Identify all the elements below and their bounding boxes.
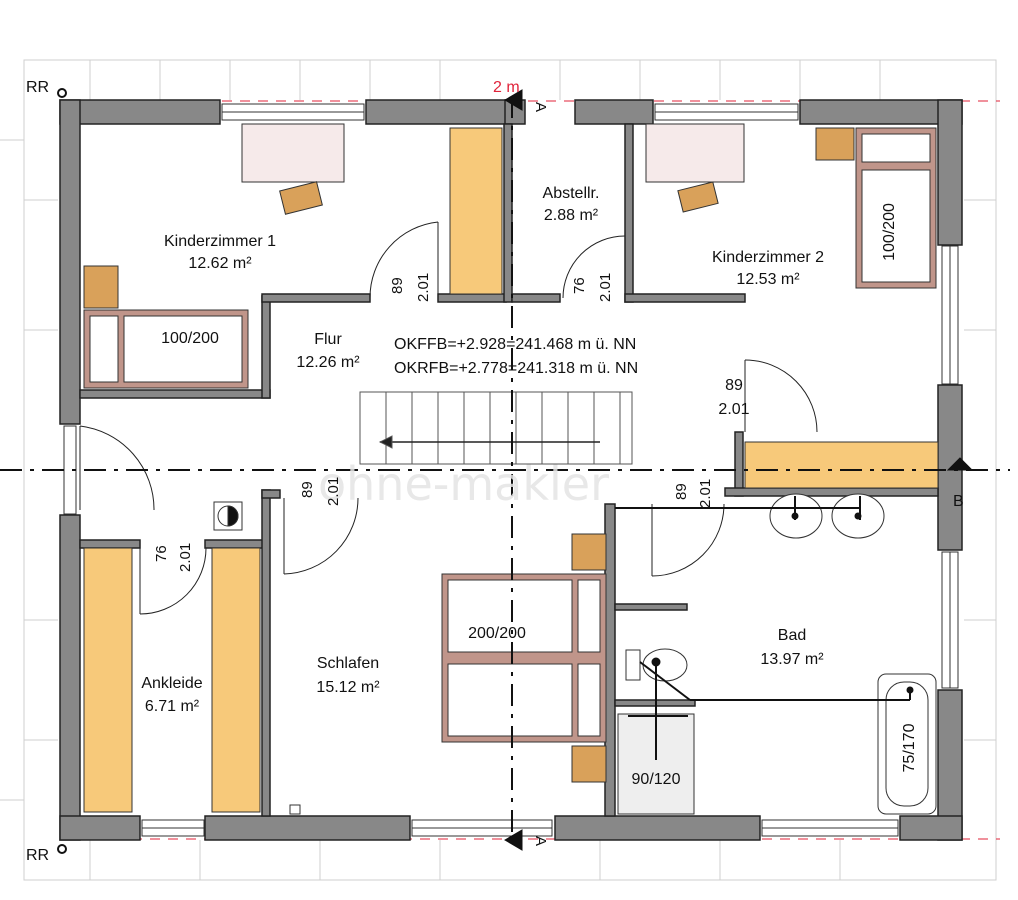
section-a-bottom-label: A: [532, 836, 549, 846]
shower-label: 90/120: [632, 771, 681, 788]
stairs: [359, 391, 633, 465]
door5-height: 2.01: [697, 479, 714, 508]
room-flur-name: Flur: [314, 331, 342, 348]
door3-height: 2.01: [718, 401, 749, 418]
door5-width: 89: [673, 483, 690, 500]
room-abstell-area: 2.88 m²: [544, 207, 599, 224]
windows: [63, 103, 959, 837]
rr-bottom-label: RR: [26, 847, 49, 864]
room-bad-area: 13.97 m²: [760, 651, 824, 668]
furniture: [83, 123, 939, 815]
section-a-top-label: A: [532, 102, 549, 112]
room-abstell-name: Abstellr.: [543, 185, 600, 202]
room-flur-area: 12.26 m²: [296, 354, 360, 371]
door6-width: 76: [153, 545, 170, 562]
tub-label: 75/170: [901, 723, 918, 772]
level-okffb: OKFFB=+2.928=241.468 m ü. NN: [394, 336, 636, 353]
room-ankleide-name: Ankleide: [141, 675, 202, 692]
level-okrfb: OKRFB=+2.778=241.318 m ü. NN: [394, 360, 638, 377]
section-b-label: B: [953, 493, 964, 510]
room-kinderzimmer2-name: Kinderzimmer 2: [712, 249, 824, 266]
scale-label: 2 m: [493, 79, 520, 96]
door4-width: 89: [299, 481, 316, 498]
room-kinderzimmer1-name: Kinderzimmer 1: [164, 233, 276, 250]
door2-height: 2.01: [597, 273, 614, 302]
room-schlafen-name: Schlafen: [317, 655, 379, 672]
doors: [79, 221, 818, 615]
rr-top-label: RR: [26, 79, 49, 96]
door4-height: 2.01: [325, 477, 342, 506]
room-bad-name: Bad: [778, 627, 806, 644]
bed-kz2-label: 100/200: [881, 203, 898, 261]
bed-schlafen-label: 200/200: [468, 625, 526, 642]
walls: [59, 99, 963, 841]
door1-width: 89: [389, 277, 406, 294]
watermark: ohne-makler: [318, 457, 609, 511]
room-ankleide-area: 6.71 m²: [145, 698, 200, 715]
labels: RR RR 2 m A A B Kinderzimmer 1 12.62 m² …: [26, 79, 964, 864]
bed-kz1-label: 100/200: [161, 330, 219, 347]
door2-width: 76: [571, 277, 588, 294]
room-kinderzimmer1-area: 12.62 m²: [188, 255, 252, 272]
room-kinderzimmer2-area: 12.53 m²: [736, 271, 800, 288]
room-schlafen-area: 15.12 m²: [316, 679, 380, 696]
door1-height: 2.01: [415, 273, 432, 302]
door6-height: 2.01: [177, 543, 194, 572]
section-lines: [0, 88, 1010, 854]
door3-width: 89: [725, 377, 743, 394]
